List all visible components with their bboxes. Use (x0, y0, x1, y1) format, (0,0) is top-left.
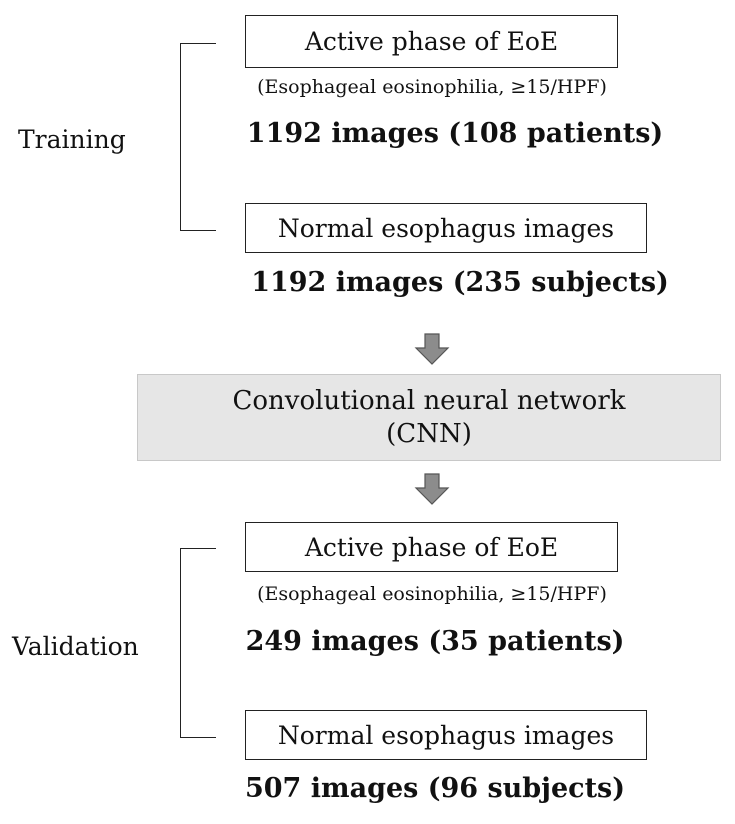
validation-normal-box-label: Normal esophagus images (277, 720, 615, 750)
cnn-abbreviation: (CNN) (386, 418, 472, 449)
training-normal-box-label: Normal esophagus images (277, 213, 615, 243)
training-normal-box: Normal esophagus images (245, 203, 647, 253)
training-bracket (180, 43, 216, 231)
validation-normal-count: 507 images (96 subjects) (244, 773, 626, 804)
training-eoe-box: Active phase of EoE (245, 15, 618, 68)
validation-eoe-count: 249 images (35 patients) (245, 626, 625, 657)
validation-label: Validation (12, 632, 139, 661)
training-label: Training (18, 125, 126, 154)
down-arrow-icon (414, 473, 450, 505)
validation-eoe-box: Active phase of EoE (245, 522, 618, 572)
cnn-box: Convolutional neural network (CNN) (137, 374, 721, 461)
training-eoe-box-label: Active phase of EoE (304, 27, 559, 56)
training-normal-count: 1192 images (235 subjects) (251, 267, 669, 298)
down-arrow-icon (414, 333, 450, 365)
validation-eoe-note: (Esophageal eosinophilia, ≥15/HPF) (257, 583, 607, 605)
training-eoe-count: 1192 images (108 patients) (246, 118, 664, 149)
cnn-title: Convolutional neural network (232, 386, 626, 416)
validation-normal-box: Normal esophagus images (245, 710, 647, 760)
validation-bracket (180, 548, 216, 738)
training-eoe-note: (Esophageal eosinophilia, ≥15/HPF) (257, 76, 607, 98)
validation-eoe-box-label: Active phase of EoE (304, 532, 559, 562)
